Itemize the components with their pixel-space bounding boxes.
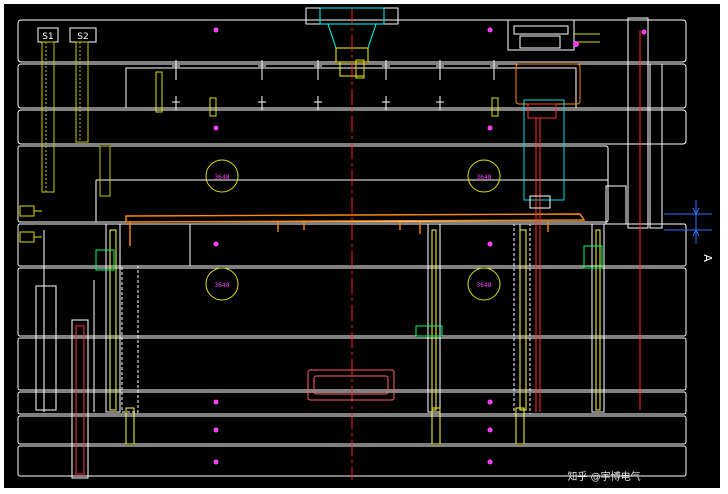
- label-s1: S1: [42, 32, 53, 42]
- label-dimension-a: A: [701, 254, 714, 262]
- small-yellow-screws: [155, 59, 499, 117]
- left-side-clamps: [19, 205, 42, 243]
- runner-manifold: [125, 213, 586, 246]
- right-rails: [605, 17, 663, 410]
- hydraulic-cylinder: [507, 19, 600, 412]
- circle-tag-3: 3648: [214, 282, 229, 289]
- bolts-row: [172, 60, 498, 110]
- green-brackets: [95, 245, 603, 337]
- label-s2: S2: [77, 32, 88, 42]
- dimension-a: [664, 200, 712, 244]
- circle-tag-1: 3648: [214, 174, 229, 181]
- support-pillars: [105, 223, 605, 445]
- magenta-circles: [205, 159, 501, 301]
- cavity-plate: [17, 145, 609, 223]
- guide-pins-left: [35, 27, 111, 479]
- screw-dots: [213, 27, 647, 465]
- watermark: 知乎 @宇博电气: [567, 470, 640, 483]
- circle-tag-2: 3648: [476, 174, 491, 181]
- nameplate: [307, 369, 395, 401]
- circle-tag-4: 3648: [476, 282, 491, 289]
